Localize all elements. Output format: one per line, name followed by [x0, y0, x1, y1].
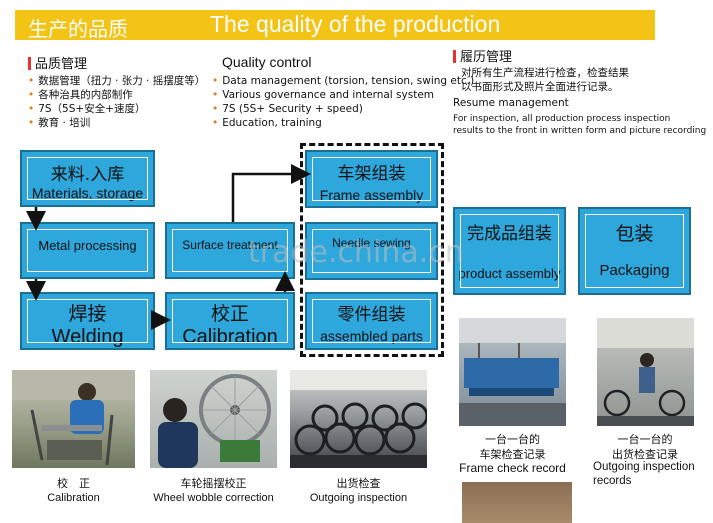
- photo-caption-cn: 出货检查记录: [612, 448, 678, 461]
- resume-management-heading-cn: 履历管理: [453, 46, 512, 65]
- packaging-photo: [462, 482, 572, 523]
- resume-text-cn-1: 对所有生产流程进行检查，检查结果: [461, 67, 629, 79]
- product-assembly-cn: 完成品组装: [467, 224, 552, 244]
- outgoing-record-photo-art: [597, 318, 694, 426]
- frame-check-photo-art: [459, 318, 566, 426]
- quality-management-list: 数据管理（扭力 · 张力 · 摇摆度等） 各种治具的内部制作 7S（5S+安全+…: [28, 74, 205, 130]
- frame-assembly-cn: 车架组装: [337, 164, 406, 184]
- quality-management-heading: 品质管理: [28, 53, 87, 72]
- qc-item: Education, training: [212, 116, 474, 130]
- box-surface-treatment: Surface treatment: [165, 222, 295, 279]
- box-welding: 焊接 Welding: [20, 292, 155, 350]
- frame-assembly-en: Frame assembly: [319, 187, 424, 203]
- welding-en: Welding: [51, 326, 124, 348]
- product-assembly-en: product assembly: [458, 266, 561, 281]
- qm-item: 各种治具的内部制作: [28, 88, 205, 102]
- photo-caption-en: records: [593, 475, 632, 487]
- assembled-parts-en: assembled parts: [320, 328, 423, 344]
- resume-text-en-1: For inspection, all production process i…: [453, 114, 671, 124]
- qc-item: Various governance and internal system: [212, 88, 474, 102]
- wheel-photo: [150, 370, 277, 468]
- qm-item: 数据管理（扭力 · 张力 · 摇摆度等）: [28, 74, 205, 88]
- quality-control-list: Data management (torsion, tension, swing…: [212, 74, 474, 130]
- photo-caption-cn: 一台一台的: [485, 433, 540, 446]
- photo-caption-en: Frame check record: [459, 461, 566, 475]
- quality-management-heading-text: 品质管理: [35, 57, 88, 72]
- box-frame-assembly: 车架组装 Frame assembly: [305, 150, 438, 208]
- resume-text-cn-2: 以书面形式及照片全面进行记录。: [461, 81, 619, 93]
- box-metal-processing: Metal processing: [20, 222, 155, 279]
- box-assembled-parts: 零件组装 assembled parts: [305, 292, 438, 350]
- quality-control-heading: Quality control: [222, 54, 312, 70]
- calibration-photo: [12, 370, 135, 468]
- welding-cn: 焊接: [68, 303, 107, 325]
- outgoing-photo-art: [290, 370, 427, 468]
- arrow-surface-to-frame: [231, 164, 311, 222]
- materials-cn: 来料.入库: [50, 165, 125, 185]
- heading-marker: [453, 50, 456, 63]
- watermark: trade.china.cn: [248, 235, 464, 270]
- box-needle-sewing: Needle sewing: [305, 222, 438, 280]
- box-materials-storage: 来料.入库 Materials, storage: [20, 150, 155, 207]
- box-calibration: 校正 Calibration: [165, 292, 295, 350]
- title-banner: [15, 10, 655, 40]
- outgoing-record-photo: [597, 318, 694, 426]
- banner-title-en: The quality of the production: [210, 11, 501, 37]
- wheel-photo-art: [158, 374, 271, 468]
- qm-item: 教育 · 培训: [28, 116, 205, 130]
- qc-item: 7S (5S+ Security + speed): [212, 102, 474, 116]
- metal-processing-en: Metal processing: [38, 238, 137, 253]
- calibration-photo-art: [12, 370, 135, 466]
- assembled-parts-cn: 零件组装: [337, 305, 406, 325]
- heading-marker: [28, 57, 31, 70]
- packaging-cn: 包装: [615, 223, 654, 245]
- photo-caption-cn: 出货检查: [336, 477, 381, 490]
- photo-caption-en: Outgoing inspection: [593, 461, 695, 473]
- resume-heading-cn-text: 履历管理: [460, 50, 513, 65]
- box-product-assembly: 完成品组装 product assembly: [453, 207, 566, 295]
- photo-caption-cn: 车轮摇摆校正: [180, 477, 247, 490]
- box-packaging: 包装 Packaging: [578, 207, 691, 295]
- frame-check-photo: [459, 318, 566, 426]
- resume-heading-en: Resume management: [453, 97, 569, 109]
- needle-sewing-en: Needle sewing: [332, 236, 411, 250]
- calibration-en: Calibration: [182, 326, 278, 348]
- photo-caption-cn: 校 正: [57, 477, 90, 490]
- photo-caption-en: Wheel wobble correction: [153, 492, 274, 504]
- photo-caption-en: Outgoing inspection: [309, 492, 408, 504]
- banner-title-cn: 生产的品质: [28, 17, 128, 41]
- photo-caption-cn: 车架检查记录: [479, 448, 546, 461]
- outgoing-photo: [290, 370, 427, 468]
- photo-caption-cn: 一台一台的: [617, 433, 673, 446]
- packaging-en: Packaging: [599, 262, 670, 279]
- qc-item: Data management (torsion, tension, swing…: [212, 74, 474, 88]
- calibration-cn: 校正: [210, 303, 249, 325]
- surface-treatment-en: Surface treatment: [182, 238, 278, 252]
- qm-item: 7S（5S+安全+速度）: [28, 102, 205, 116]
- materials-en: Materials, storage: [31, 185, 144, 201]
- photo-caption-en: Calibration: [47, 492, 100, 504]
- resume-text-en-2: results to the front in written form and…: [453, 126, 707, 136]
- assembly-group-frame: [300, 143, 444, 357]
